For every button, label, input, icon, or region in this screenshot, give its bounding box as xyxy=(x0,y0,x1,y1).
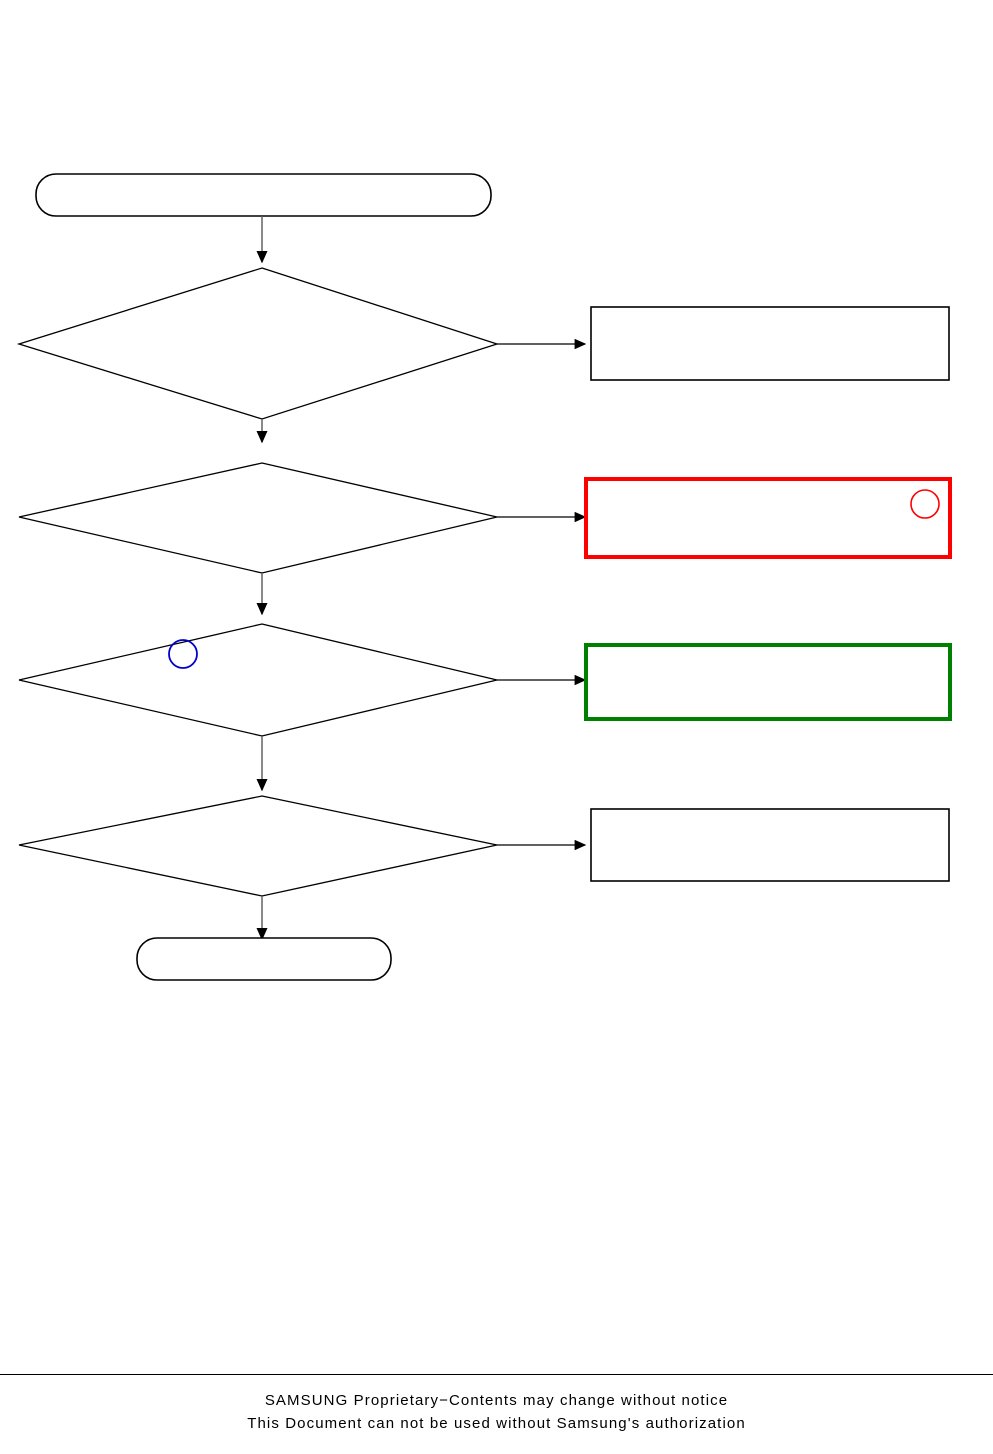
node-decision1[interactable] xyxy=(16,267,500,420)
node-action3[interactable] xyxy=(584,643,952,721)
footer-line-2: This Document can not be used without Sa… xyxy=(247,1415,746,1433)
marker-blue-circle xyxy=(168,639,198,669)
node-action2[interactable] xyxy=(584,477,952,559)
node-decision3[interactable] xyxy=(18,623,498,737)
node-start[interactable] xyxy=(35,173,492,217)
node-action4[interactable] xyxy=(590,808,950,882)
node-decision4[interactable] xyxy=(18,795,498,897)
page-footer: SAMSUNG Proprietary−Contents may change … xyxy=(0,1374,993,1454)
marker-red-circle xyxy=(910,489,940,519)
node-action1[interactable] xyxy=(590,306,950,381)
node-decision2[interactable] xyxy=(18,462,498,574)
footer-line-1: SAMSUNG Proprietary−Contents may change … xyxy=(264,1392,729,1409)
node-end[interactable] xyxy=(136,937,392,981)
